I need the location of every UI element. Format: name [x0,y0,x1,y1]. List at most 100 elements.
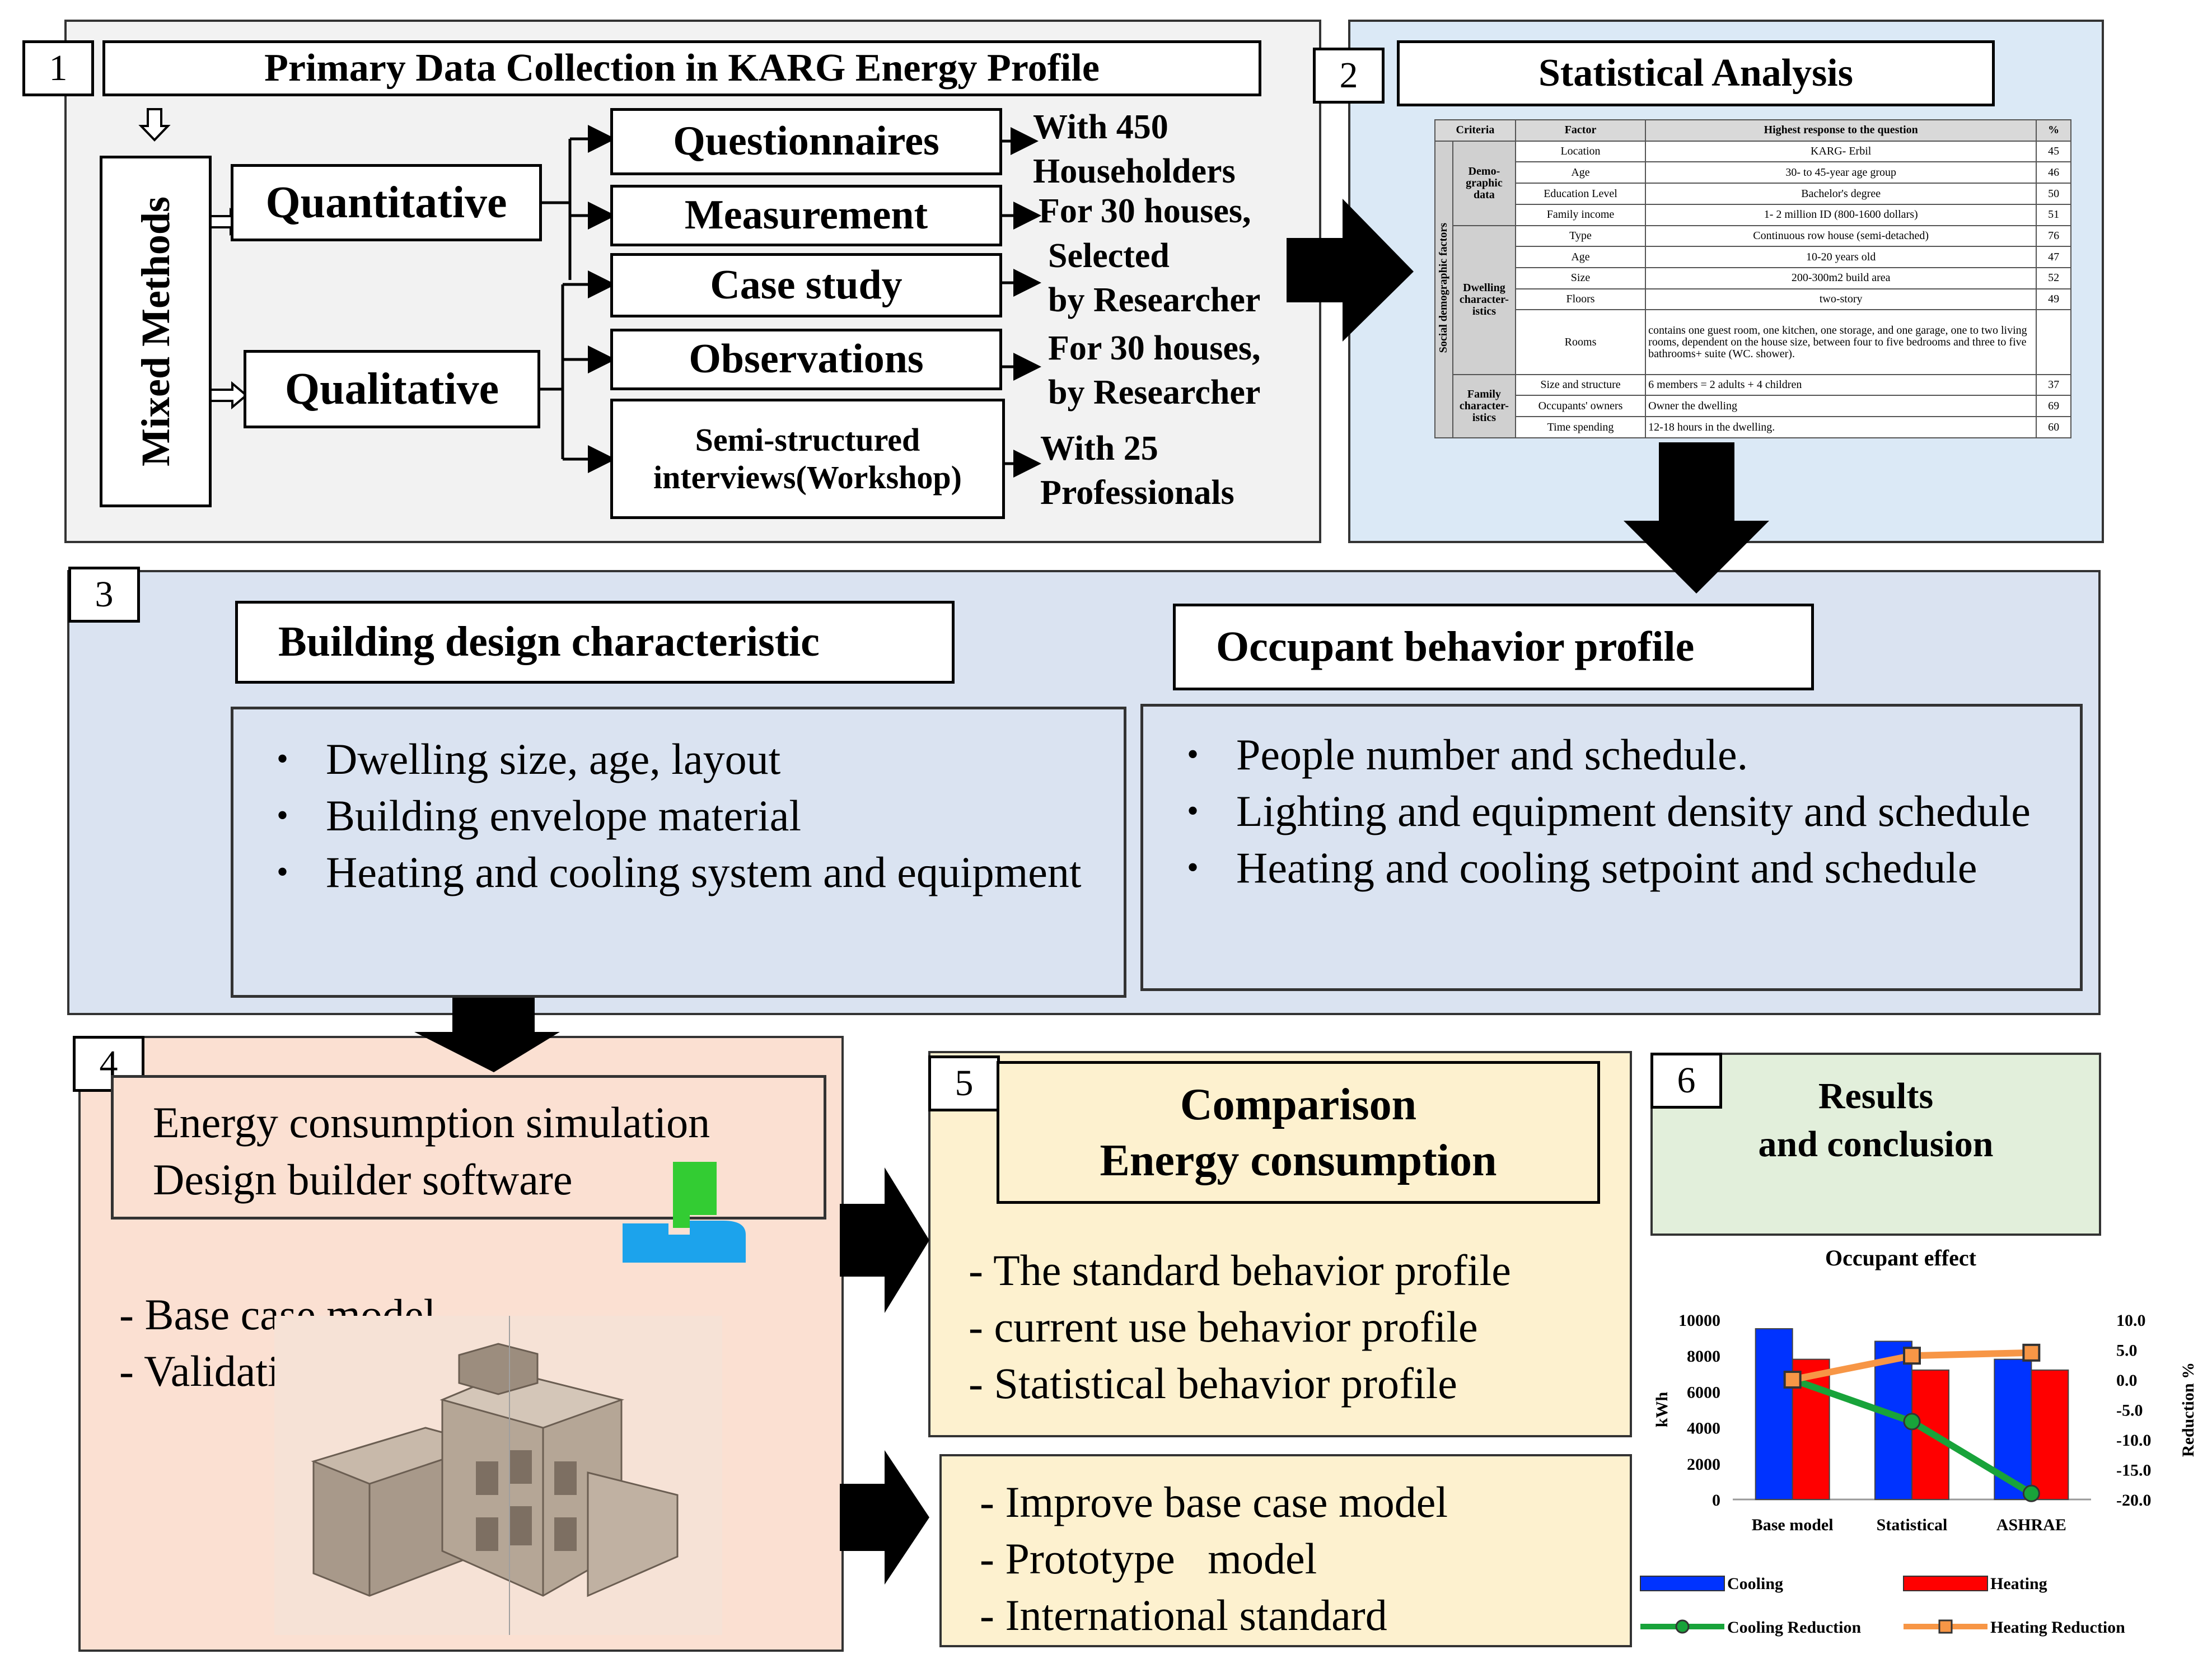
table-cell: Rooms [1514,309,1647,375]
table-cell: Occupants' owners [1514,395,1647,418]
x-tick-label: Base model [1752,1516,1834,1534]
table-cell: Time spending [1514,416,1647,438]
table-cell: Size and structure [1514,373,1647,396]
building-model-image [274,1316,722,1635]
table-header: Criteria [1434,119,1516,142]
note-observations: For 30 houses, by Researcher [1048,329,1261,412]
legend-label: Cooling Reduction [1727,1618,1862,1637]
y-tick-label: 4000 [1687,1419,1720,1438]
note-measurement: For 30 houses, [1039,192,1251,230]
y2-tick-label: -10.0 [2116,1431,2152,1450]
table-row: Family income 1- 2 million ID (800-1600 … [1435,203,2071,226]
table-cell: 30- to 45-year age group [1645,161,2037,184]
table-cell: 6 members = 2 adults + 4 children [1645,373,2037,396]
table-cell: 37 [2036,373,2071,396]
y-axis-label: kWh [1653,1392,1671,1428]
table-cell: contains one guest room, one kitchen, on… [1645,309,2037,375]
building-design-title: Building design characteristic [235,601,955,684]
step-number-6: 6 [1650,1053,1722,1109]
table-cell: 50 [2036,183,2071,205]
method-questionnaires: Questionnaires [610,108,1002,175]
designbuilder-logo-icon [623,1162,746,1263]
table-row: Time spending 12-18 hours in the dwellin… [1435,416,2071,438]
table-cell: 10-20 years old [1645,246,2037,269]
method-measurement: Measurement [610,185,1002,246]
marker-heating-reduction [2022,1343,2041,1362]
table-cell: Age [1514,246,1647,269]
y2-tick-label: -5.0 [2116,1401,2143,1420]
table-cell: 45 [2036,140,2071,163]
y-tick-label: 10000 [1678,1311,1720,1330]
table-side-label: Social demographic factors [1434,140,1453,439]
comparison-item-statistical: - Statistical behavior profile [969,1359,1457,1408]
statistical-table: Criteria Factor Highest response to the … [1434,119,2071,439]
marker-heating-reduction [1903,1347,1921,1365]
table-cell: KARG- Erbil [1645,140,2037,163]
list-item: Heating and cooling setpoint and schedul… [1187,839,2070,896]
mixed-methods-label: Mixed Methods [100,156,212,507]
comparison-item-current: - current use behavior profile [969,1302,1478,1351]
step-number-1: 1 [22,40,94,96]
table-cell: 76 [2036,225,2071,247]
table-cell: Age [1514,161,1647,184]
primary-data-title: Primary Data Collection in KARG Energy P… [102,40,1261,96]
table-cell [2036,309,2071,375]
occupant-behavior-title: Occupant behavior profile [1173,604,1814,690]
y2-tick-label: -20.0 [2116,1491,2152,1510]
list-item: Heating and cooling system and equipment [277,844,1110,900]
list-item: Building envelope material [277,787,1110,844]
quantitative-box: Quantitative [231,164,542,241]
legend-marker [1938,1619,1953,1634]
table-row: Dwelling character- istics Type Continuo… [1435,225,2071,375]
y2-tick-label: -15.0 [2116,1461,2152,1480]
y-tick-label: 8000 [1687,1347,1720,1366]
legend-label: Cooling [1727,1574,1783,1593]
y-tick-label: 6000 [1687,1383,1720,1401]
building-design-list: Dwelling size, age, layout Building enve… [277,731,1110,900]
table-row: Rooms contains one guest room, one kitch… [1435,309,2071,375]
table-cell: Location [1514,140,1647,163]
method-case-study: Case study [610,253,1002,317]
table-cell: Type [1514,225,1647,247]
simulation-title-line2: Design builder software [153,1155,573,1204]
table-header: Highest response to the question [1645,119,2037,142]
table-cell: Owner the dwelling [1645,395,2037,418]
legend-label: Heating [1990,1574,2047,1593]
improve-item-base: - Improve base case model [980,1478,1448,1526]
table-cell: 52 [2036,267,2071,289]
table-cell: Floors [1514,288,1647,311]
statistical-analysis-title: Statistical Analysis [1397,40,1995,106]
table-cell: Bachelor's degree [1645,183,2037,205]
table-group-label: Demo- graphic data [1452,140,1516,226]
table-row: Social demographic factors Demo- graphic… [1434,140,2071,439]
legend-swatch [1640,1576,1725,1591]
table-cell: Size [1514,267,1647,289]
table-row: Age 10-20 years old 47 [1435,246,2071,269]
table-header: % [2036,119,2071,142]
bar-cooling [1755,1328,1793,1501]
table-group-label: Family character- istics [1452,373,1516,439]
y-tick-label: 2000 [1687,1455,1720,1474]
table-cell: 46 [2036,161,2071,184]
legend-marker [1675,1619,1690,1634]
table-row: Floors two-story 49 [1435,288,2071,311]
list-item: Dwelling size, age, layout [277,731,1110,787]
comparison-title-line2: Energy consumption [1100,1136,1497,1185]
table-row: Occupants' owners Owner the dwelling 69 [1435,395,2071,418]
table-cell: 51 [2036,203,2071,226]
x-tick-label: Statistical [1877,1516,1948,1534]
table-cell: Education Level [1514,183,1647,205]
occupant-behavior-list: People number and schedule. Lighting and… [1187,726,2070,896]
improve-item-prototype: - Prototype model [980,1534,1317,1583]
table-cell: 60 [2036,416,2071,438]
qualitative-box: Qualitative [244,350,540,428]
legend-swatch [1903,1576,1988,1591]
note-case-study: Selected by Researcher [1048,237,1261,319]
bar-heating [2031,1369,2069,1500]
method-observations: Observations [610,329,1002,390]
table-cell: 12-18 hours in the dwelling. [1645,416,2037,438]
table-header-row: Criteria Factor Highest response to the … [1434,119,2071,142]
y-tick-label: 0 [1712,1491,1720,1510]
table-row: Education Level Bachelor's degree 50 [1435,183,2071,205]
